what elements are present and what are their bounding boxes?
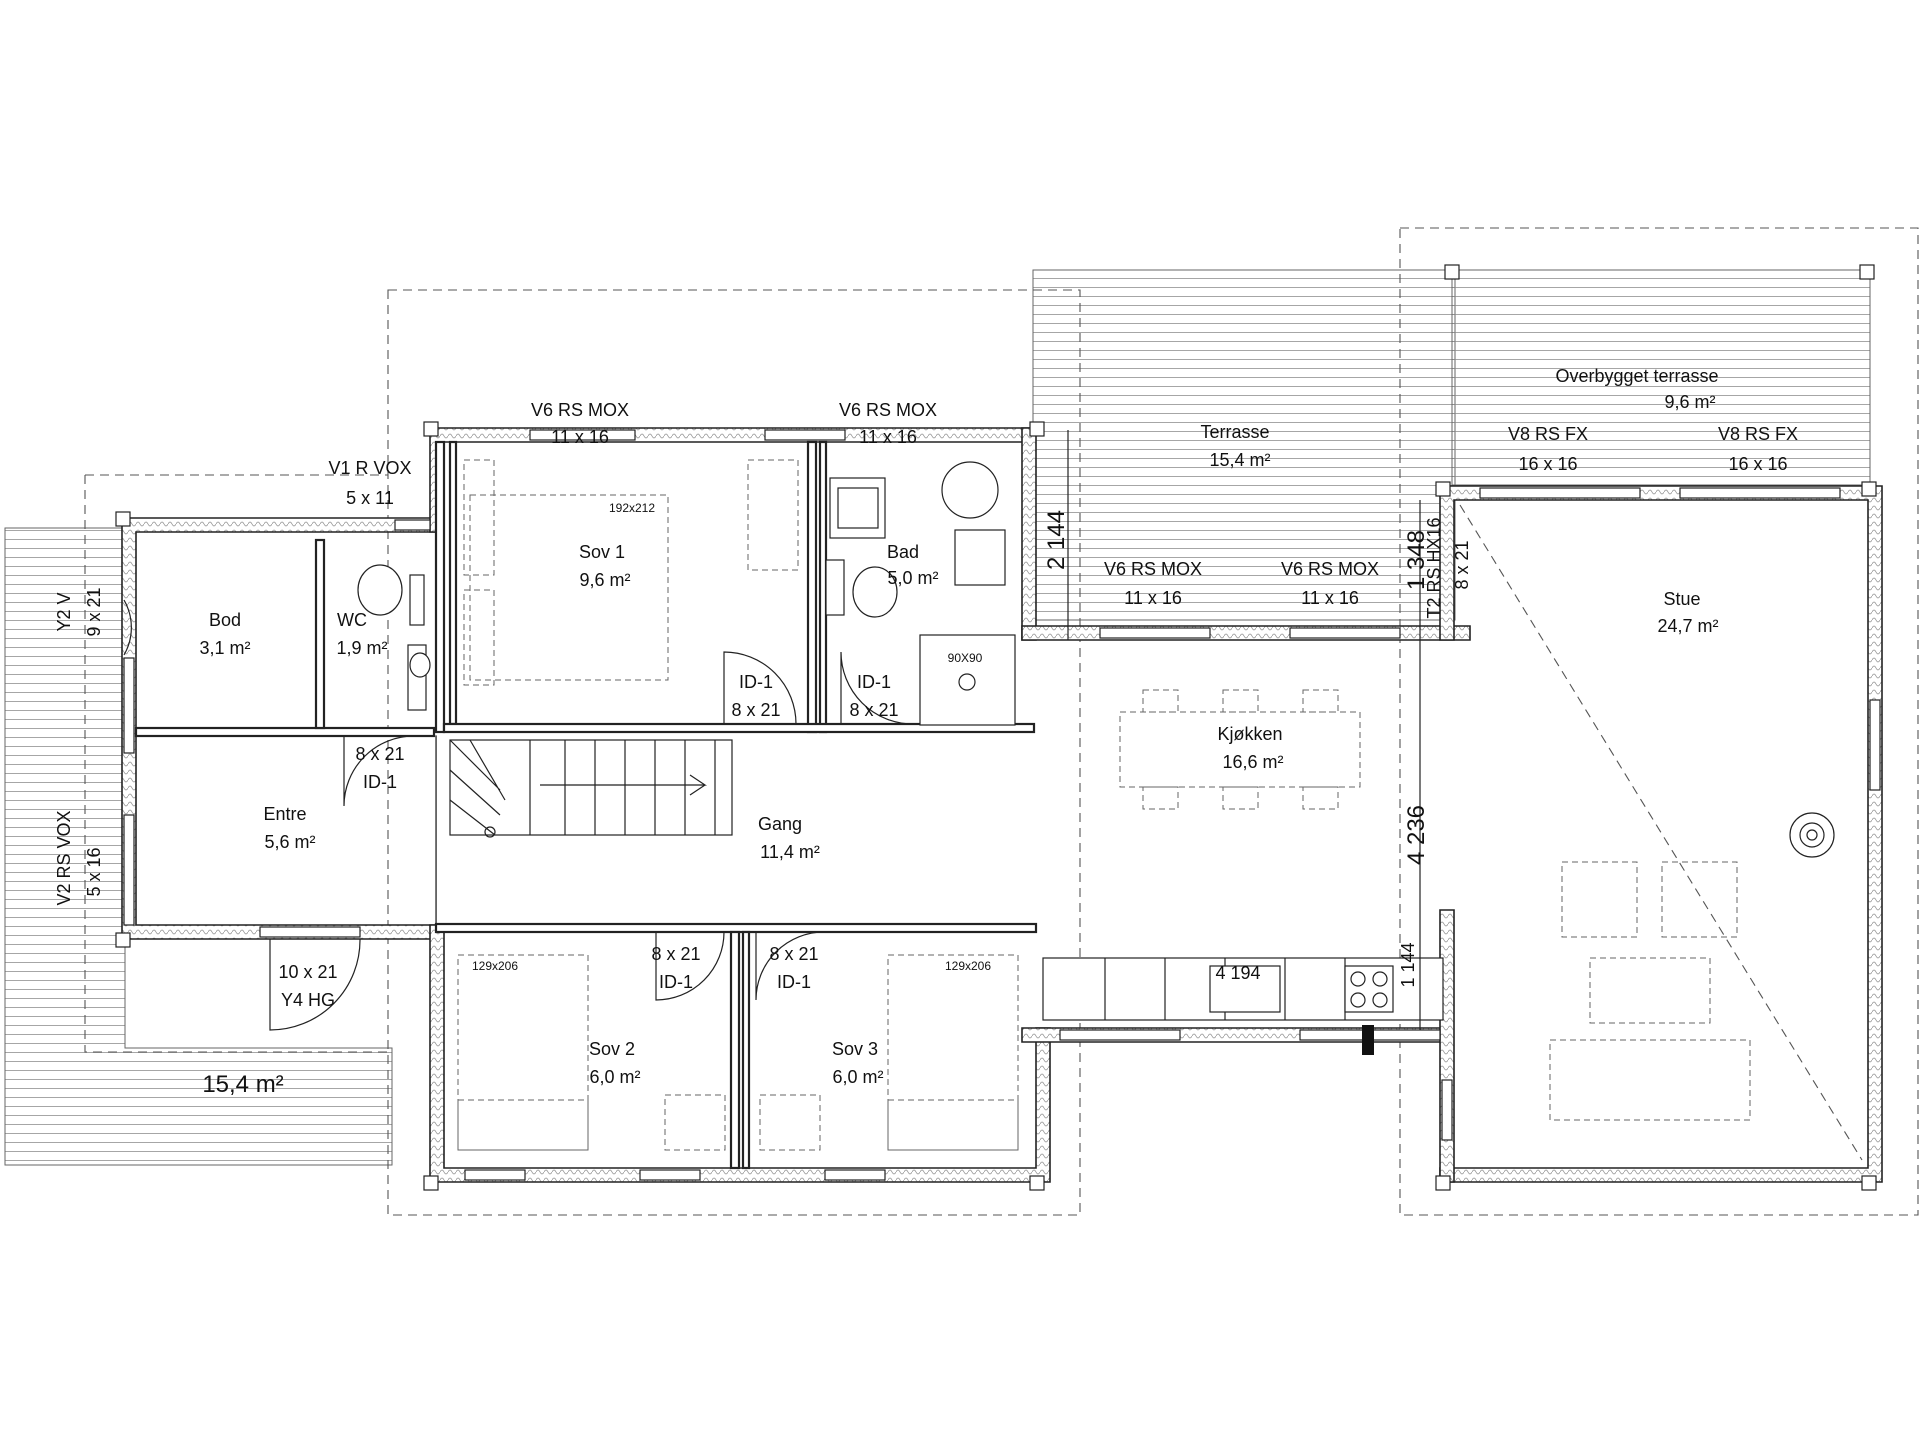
window-v6-sov1-size: 11 x 16	[551, 427, 609, 447]
window-y2-type: Y2 V	[54, 592, 74, 631]
terrasse-deck	[1032, 269, 1456, 621]
window-v8-b-size: 16 x 16	[1728, 454, 1787, 474]
bed-sov3-size: 129x206	[945, 959, 991, 973]
door-swings	[123, 599, 914, 1031]
dim-4236: 4 236	[1403, 805, 1430, 865]
room-kjokken-area: 16,6 m²	[1222, 752, 1283, 772]
window-v1-type: V1 R VOX	[328, 458, 411, 478]
room-bod-name: Bod	[209, 610, 241, 630]
window-v6-k1-type: V6 RS MOX	[1104, 559, 1202, 579]
room-bad-area: 5,0 m²	[887, 568, 938, 588]
window-v6-k1-size: 11 x 16	[1124, 588, 1182, 608]
interior-walls	[134, 440, 1038, 1170]
door-sov1-type: ID-1	[739, 672, 773, 692]
room-bod-area: 3,1 m²	[199, 638, 250, 658]
door-y4-type: Y4 HG	[281, 990, 335, 1010]
door-wc-type: ID-1	[363, 772, 397, 792]
room-overbygget-name: Overbygget terrasse	[1555, 366, 1718, 386]
deck-left-area: 15,4 m²	[202, 1071, 283, 1098]
room-entre-area: 5,6 m²	[264, 832, 315, 852]
room-sov2-area: 6,0 m²	[589, 1067, 640, 1087]
door-y4-size: 10 x 21	[278, 962, 337, 982]
dim-4194: 4 194	[1215, 963, 1260, 983]
room-sov3-name: Sov 3	[832, 1039, 878, 1059]
bed-sov1-size: 192x212	[609, 501, 655, 515]
door-t2-size: 8 x 21	[1452, 540, 1472, 589]
room-sov3-area: 6,0 m²	[832, 1067, 883, 1087]
door-sov2-type: ID-1	[659, 972, 693, 992]
room-terrasse-name: Terrasse	[1200, 422, 1269, 442]
room-sov1-area: 9,6 m²	[579, 570, 630, 590]
window-v8-a-size: 16 x 16	[1518, 454, 1577, 474]
window-v6-bad-type: V6 RS MOX	[839, 400, 937, 420]
door-sov3-type: ID-1	[777, 972, 811, 992]
room-terrasse-area: 15,4 m²	[1209, 450, 1270, 470]
window-v6-k2-type: V6 RS MOX	[1281, 559, 1379, 579]
door-wc-size: 8 x 21	[355, 744, 404, 764]
room-gang-name: Gang	[758, 814, 802, 834]
window-v2-type: V2 RS VOX	[54, 810, 74, 905]
room-wc-name: WC	[337, 610, 367, 630]
window-v6-k2-size: 11 x 16	[1301, 588, 1359, 608]
room-sov2-name: Sov 2	[589, 1039, 635, 1059]
door-sov3-size: 8 x 21	[769, 944, 818, 964]
window-v1-size: 5 x 11	[346, 488, 394, 508]
dim-1348: 1 348	[1403, 530, 1430, 590]
door-bad-size: 8 x 21	[849, 700, 898, 720]
window-v6-sov1-type: V6 RS MOX	[531, 400, 629, 420]
door-bad-type: ID-1	[857, 672, 891, 692]
room-stue-name: Stue	[1663, 589, 1700, 609]
shower-size: 90X90	[948, 651, 983, 665]
room-sov1-name: Sov 1	[579, 542, 625, 562]
door-sov1-size: 8 x 21	[731, 700, 780, 720]
covered-terrace-deck	[1451, 269, 1871, 486]
room-gang-area: 11,4 m²	[760, 842, 820, 862]
room-bad-name: Bad	[887, 542, 919, 562]
window-v2-size: 5 x 16	[84, 847, 104, 896]
posts	[115, 264, 1877, 1191]
bed-sov2-size: 129x206	[472, 959, 518, 973]
dim-1144: 1 144	[1398, 942, 1418, 987]
window-v8-b-type: V8 RS FX	[1718, 424, 1798, 444]
staircase	[449, 739, 733, 838]
dim-2144: 2 144	[1043, 510, 1070, 570]
room-wc-area: 1,9 m²	[336, 638, 387, 658]
room-stue-area: 24,7 m²	[1657, 616, 1718, 636]
roof-outline	[84, 227, 1919, 1216]
furniture	[357, 459, 1863, 1161]
dimension-lines	[1067, 430, 1421, 1030]
room-kjokken-name: Kjøkken	[1217, 724, 1282, 744]
room-entre-name: Entre	[263, 804, 306, 824]
door-sov2-size: 8 x 21	[651, 944, 700, 964]
window-v6-bad-size: 11 x 16	[859, 427, 917, 447]
window-y2-size: 9 x 21	[84, 587, 104, 636]
window-v8-a-type: V8 RS FX	[1508, 424, 1588, 444]
room-overbygget-area: 9,6 m²	[1664, 392, 1715, 412]
door-t2-type: T2 RS HX16	[1424, 517, 1444, 618]
